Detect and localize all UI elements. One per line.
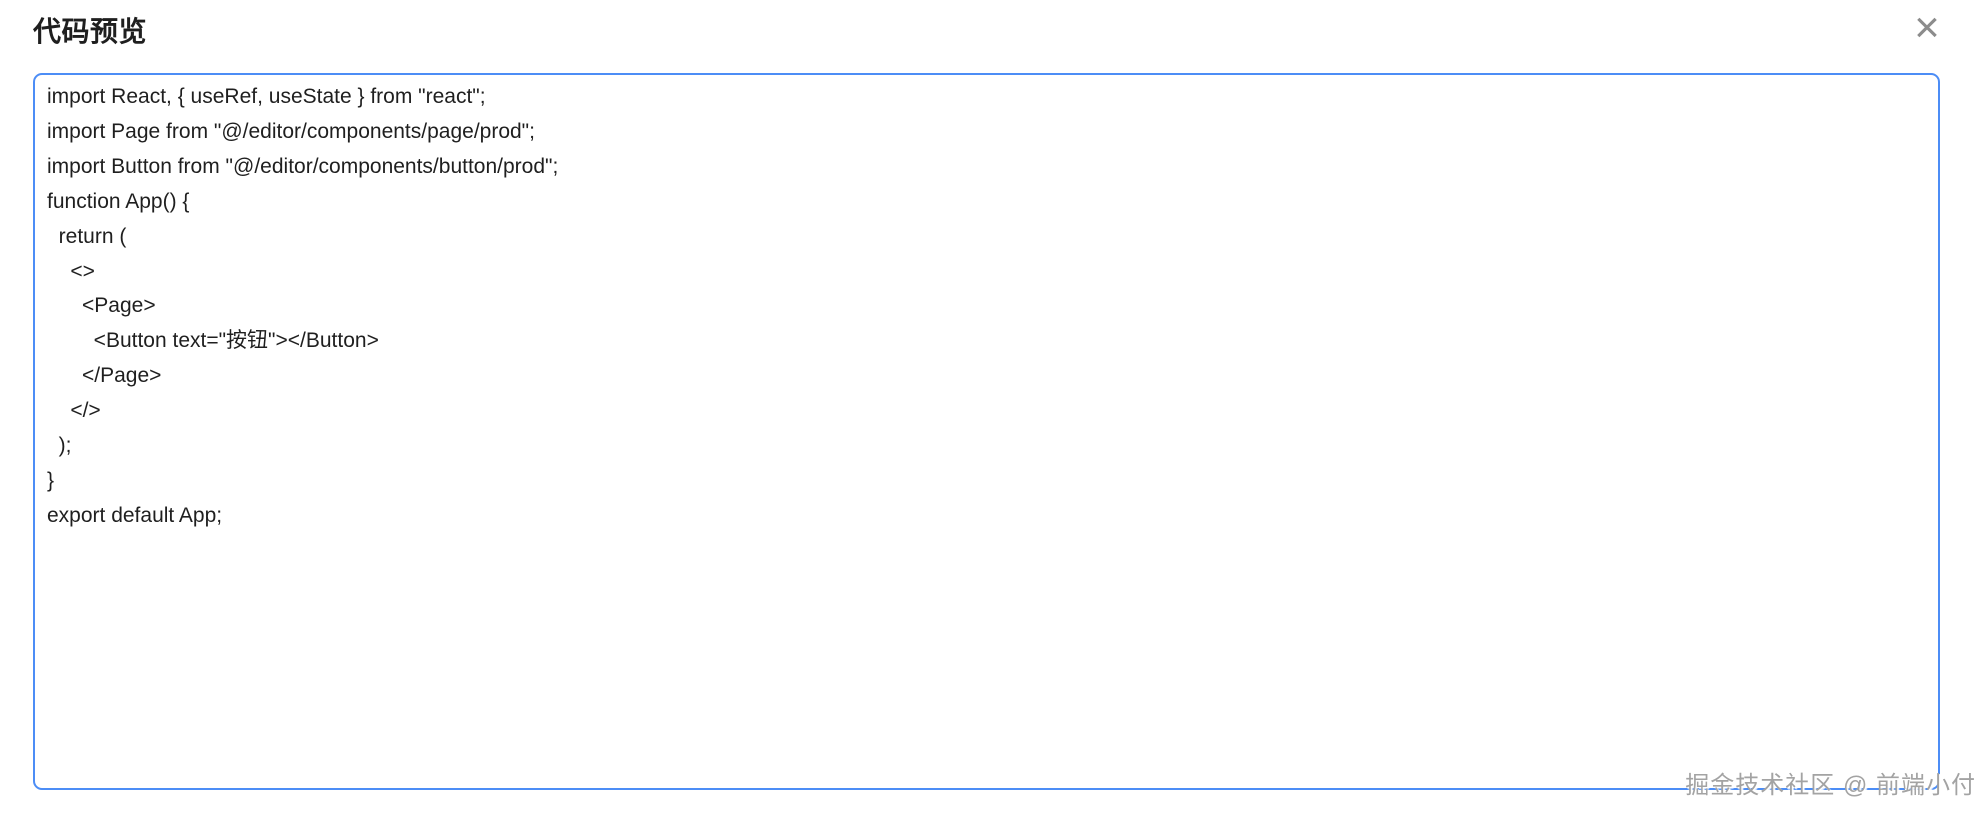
code-preview-textarea[interactable]: import React, { useRef, useState } from … — [33, 73, 1940, 790]
code-line: } — [47, 468, 55, 492]
code-line: export default App; — [47, 503, 223, 527]
modal-title: 代码预览 — [33, 16, 148, 47]
code-line: ); — [47, 434, 72, 458]
code-line: return ( — [47, 224, 127, 248]
code-line: function App() { — [47, 189, 190, 213]
code-line: import Page from "@/editor/components/pa… — [47, 119, 535, 143]
close-button[interactable]: × — [1903, 4, 1951, 52]
close-icon: × — [1914, 3, 1940, 52]
code-line: </> — [47, 399, 101, 423]
code-line: </Page> — [47, 364, 162, 388]
code-line: import Button from "@/editor/components/… — [47, 154, 559, 178]
code-line: <Button text="按钮"></Button> — [47, 329, 379, 353]
code-line: import React, { useRef, useState } from … — [47, 85, 486, 108]
code-content: import React, { useRef, useState } from … — [47, 80, 1926, 534]
code-line: <> — [47, 259, 95, 283]
code-line: <Page> — [47, 294, 156, 318]
